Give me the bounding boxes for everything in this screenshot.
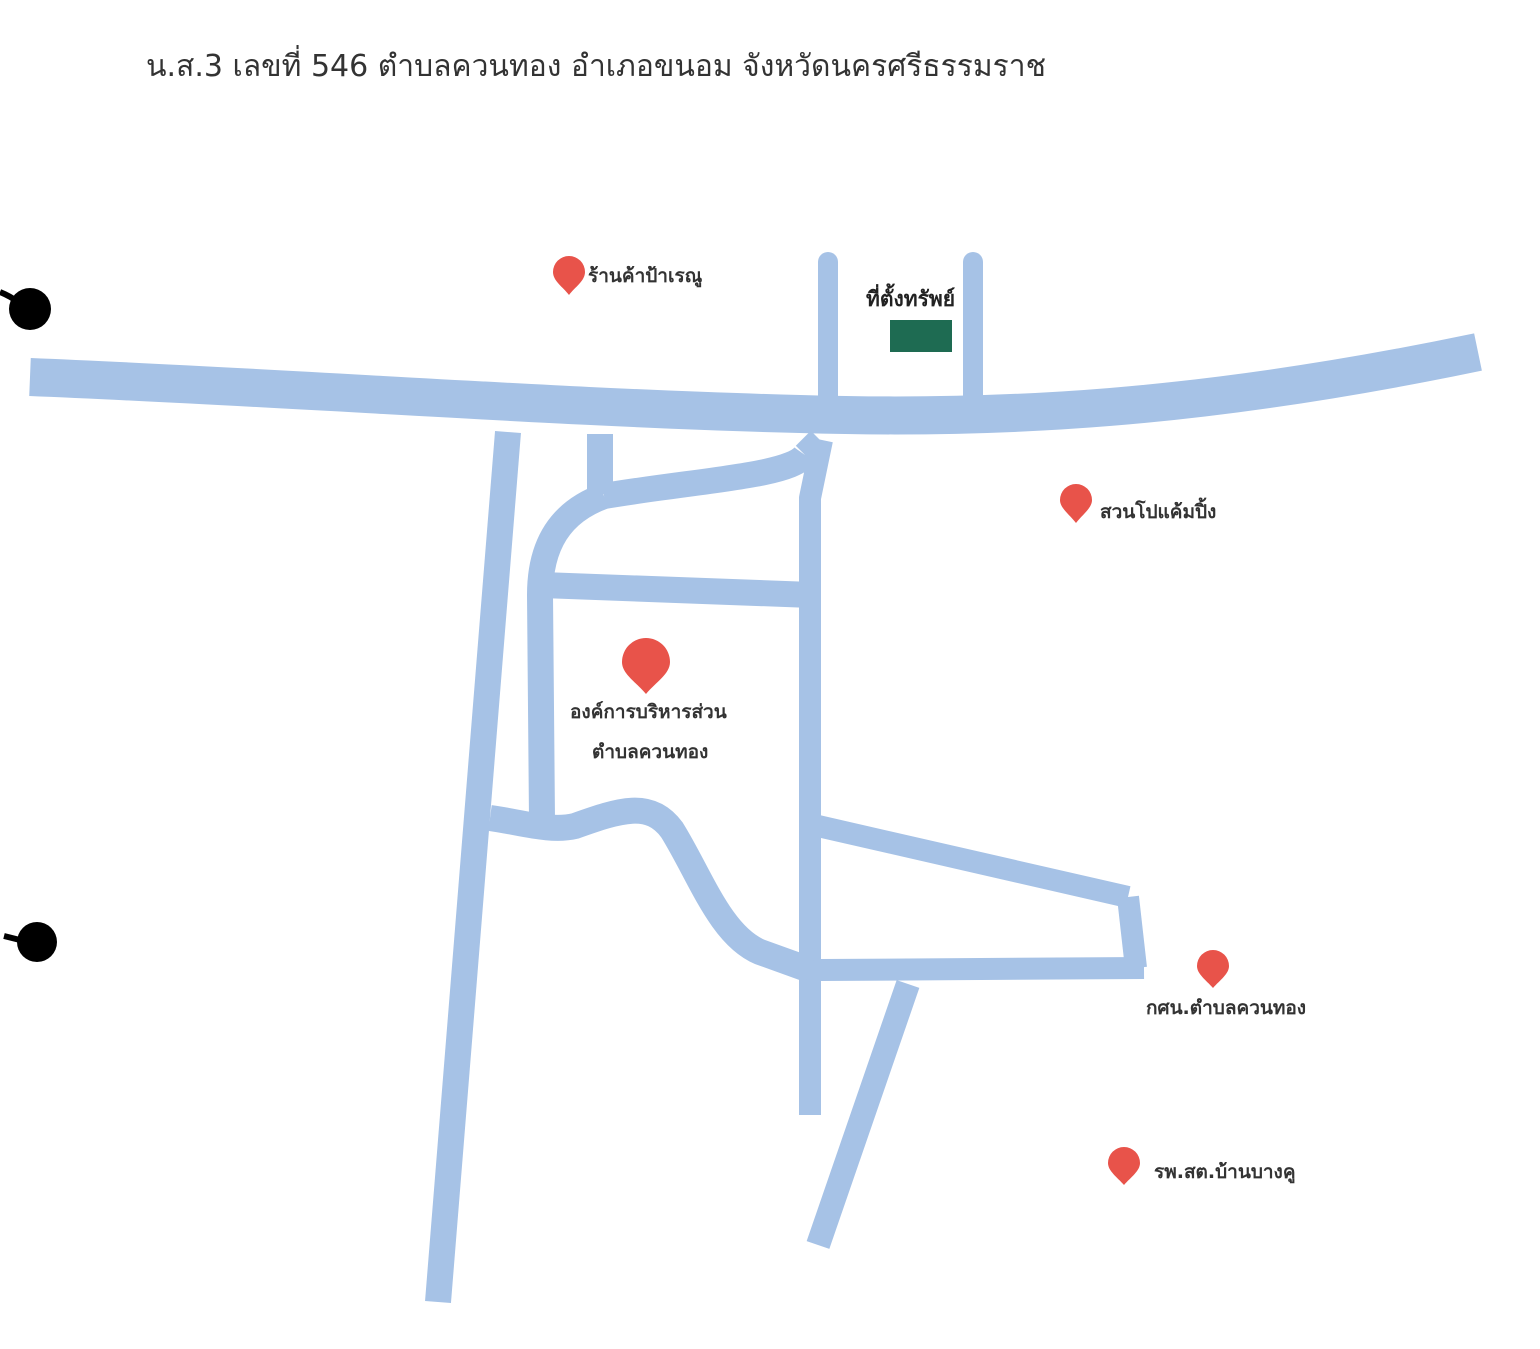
map-pin-icon [1060,484,1092,523]
road-network [29,252,1482,1304]
poi-label-ran-kha: ร้านค้าป้าเรณู [588,265,703,288]
map-pin-icon [1108,1147,1140,1185]
road-curved-upper [601,430,830,509]
poi-label-obt-line2: ตำบลควนทอง [592,741,708,763]
road-lower-curvy [488,797,815,983]
binder-hole-top [0,288,51,330]
binder-hole-icon [9,288,51,330]
poi-label-health-center: รพ.สต.บ้านบางคู [1154,1161,1296,1184]
binder-hole-bottom [3,922,57,962]
poi-suan-po-camping[interactable]: สวนโปแค้มปิ้ง [1060,484,1216,523]
poi-health-center[interactable]: รพ.สต.บ้านบางคู [1108,1147,1296,1185]
poi-obt-khuan-thong[interactable]: องค์การบริหารส่วน ตำบลควนทอง [570,638,727,763]
poi-ran-kha[interactable]: ร้านค้าป้าเรณู [553,256,703,295]
poi-label-suan-po-camping: สวนโปแค้มปิ้ง [1100,497,1216,523]
map-pin-icon [1197,950,1229,988]
road-east-loop-bottom [819,957,1145,981]
poi-label-obt-line1: องค์การบริหารส่วน [570,701,727,723]
road-east-loop-side [1117,895,1147,970]
road-southeast-diagonal [806,980,920,1249]
road-west-long [425,430,521,1304]
main-road [29,333,1482,435]
property-rectangle [890,320,952,352]
page-title: น.ส.3 เลขที่ 546 ตำบลควนทอง อำเภอขนอม จั… [146,45,1046,84]
road-inner-loop-west [527,483,609,821]
road-central-vertical [799,437,833,1115]
poi-kor-sor-nor[interactable]: กศน.ตำบลควนทอง [1146,950,1306,1019]
map-pin-icon [553,256,585,295]
road-middle-horizontal [541,572,813,608]
map-pin-icon [622,638,670,694]
property-marker[interactable]: ที่ตั้งทรัพย์ [866,283,955,352]
road-east-loop-top [815,815,1131,908]
binder-hole-icon [17,922,57,962]
poi-label-kor-sor-nor: กศน.ตำบลควนทอง [1146,997,1306,1019]
property-label: ที่ตั้งทรัพย์ [866,283,955,311]
